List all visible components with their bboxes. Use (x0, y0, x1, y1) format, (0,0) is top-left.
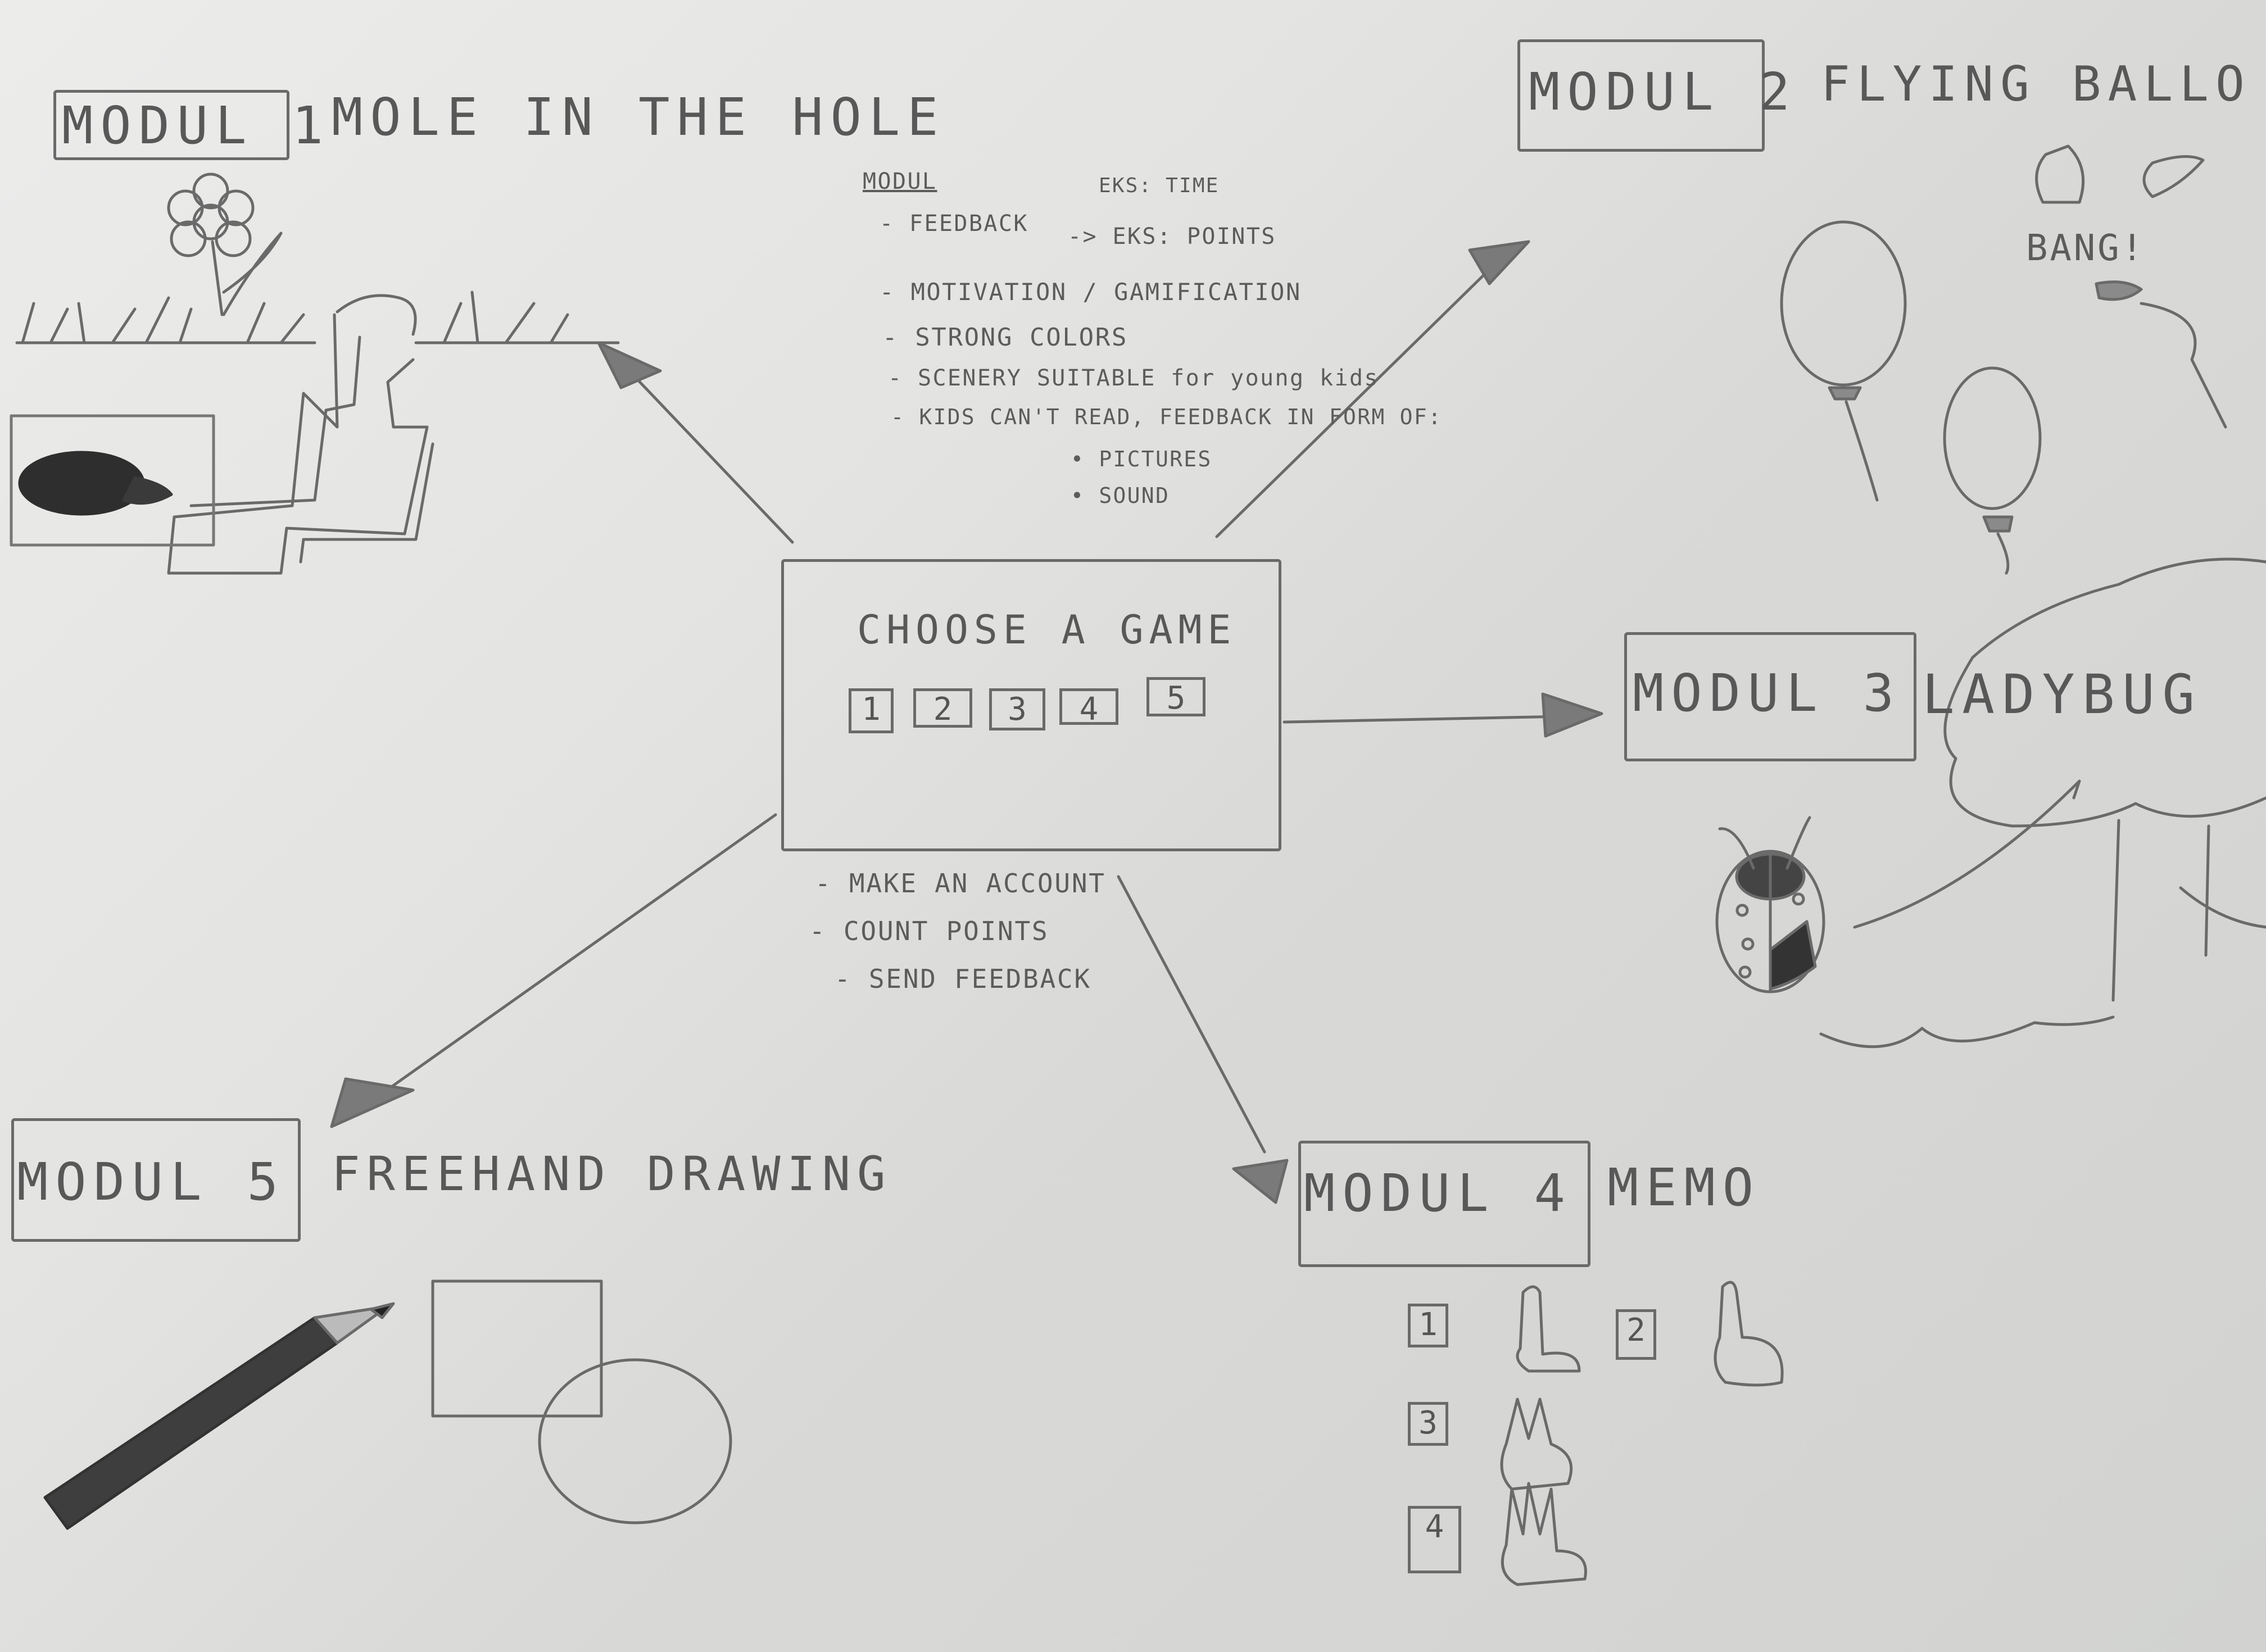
tunnel-icon (167, 294, 434, 575)
modul-2-name: FLYING BALLO (1821, 56, 2251, 112)
modul-4-name: MEMO (1607, 1158, 1761, 1218)
hand-icon (1500, 1281, 1784, 1586)
memo-card-4[interactable]: 4 (1408, 1506, 1461, 1573)
balloon-bang-text: BANG! (2026, 228, 2145, 269)
modul-notes-item-2: - STRONG COLORS (882, 323, 1128, 352)
game-button-3[interactable]: 3 (989, 688, 1045, 730)
tree-icon (1819, 557, 2266, 1049)
memo-card-2[interactable]: 2 (1616, 1309, 1656, 1360)
choose-game-frame (781, 559, 1281, 851)
modul-5-label-box (11, 1118, 301, 1242)
modul-5-name: FREEHAND DRAWING (332, 1146, 892, 1201)
memo-card-1[interactable]: 1 (1408, 1304, 1448, 1347)
modul-notes-eks-time: EKS: TIME (1099, 174, 1220, 197)
modul-3-label-box (1624, 632, 1916, 761)
ladybug-icon (1715, 816, 1825, 993)
modul-3-name: LADYBUG (1922, 663, 2202, 726)
modul-5-label: MODUL 5 (17, 1152, 285, 1212)
square-circle-drawing (431, 1279, 732, 1524)
arrow-to-modul-2 (1215, 240, 1530, 538)
game-button-1[interactable]: 1 (849, 688, 894, 733)
mole-icon (10, 414, 215, 547)
modul-notes-feedback: - FEEDBACK (880, 211, 1028, 237)
modul-2-label-box (1517, 39, 1765, 152)
center-note-feedback: - SEND FEEDBACK (835, 964, 1091, 994)
grass-line (15, 291, 620, 344)
modul-1-label-box (53, 90, 289, 160)
modul-notes-item-4: - KIDS CAN'T READ, FEEDBACK IN FORM OF: (891, 405, 1443, 429)
modul-notes-item-3: - SCENERY SUITABLE for young kids (888, 365, 1379, 391)
center-note-account: - MAKE AN ACCOUNT (815, 868, 1106, 898)
modul-notes-subitem-sound: • SOUND (1071, 483, 1170, 508)
arrow-to-modul-5 (330, 813, 777, 1128)
modul-1-label: MODUL 1 (62, 96, 330, 156)
center-note-points: - COUNT POINTS (809, 916, 1049, 946)
modul-4-label-box (1298, 1141, 1590, 1267)
modul-notes-eks-points: -> EKS: POINTS (1068, 224, 1276, 249)
arrow-to-modul-3 (1282, 692, 1603, 738)
balloon-icon (1780, 144, 2227, 575)
pencil-icon (43, 1302, 395, 1530)
game-button-5[interactable]: 5 (1146, 677, 1205, 716)
choose-game-title: CHOOSE A GAME (857, 607, 1237, 653)
modul-1-name: MOLE IN THE HOLE (332, 87, 946, 147)
modul-3-label: MODUL 3 (1633, 663, 1901, 723)
game-button-4[interactable]: 4 (1059, 688, 1118, 728)
memo-card-3[interactable]: 3 (1408, 1402, 1448, 1446)
modul-2-label: MODUL 2 (1529, 62, 1797, 122)
modul-notes-subitem-pictures: • PICTURES (1071, 447, 1212, 471)
modul-notes-item-1: - MOTIVATION / GAMIFICATION (880, 278, 1302, 306)
modul-4-label: MODUL 4 (1304, 1163, 1572, 1223)
modul-notes-heading: MODUL (863, 169, 937, 194)
arrow-to-modul-1 (597, 341, 794, 544)
arrow-to-modul-4 (1117, 875, 1289, 1204)
game-button-2[interactable]: 2 (913, 688, 972, 728)
flower-icon (167, 173, 283, 316)
